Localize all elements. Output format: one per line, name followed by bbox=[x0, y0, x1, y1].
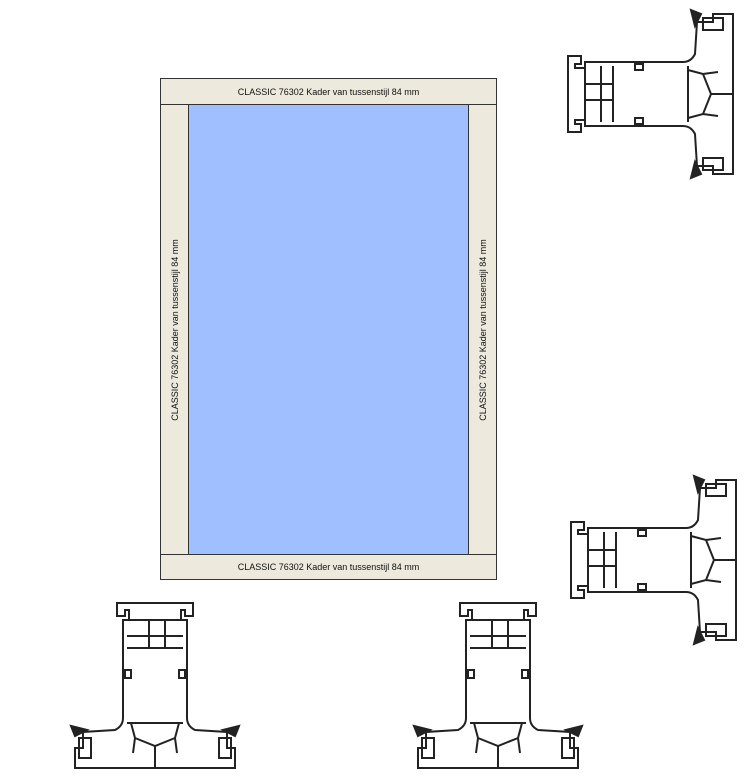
profile-section-right-icon bbox=[570, 475, 737, 645]
profile-section-top-icon bbox=[567, 9, 734, 179]
frame-right-label: CLASSIC 76302 Kader van tussenstijl 84 m… bbox=[477, 238, 488, 421]
frame-top-label: CLASSIC 76302 Kader van tussenstijl 84 m… bbox=[237, 86, 420, 97]
frame-bottom-bar[interactable]: CLASSIC 76302 Kader van tussenstijl 84 m… bbox=[161, 554, 496, 579]
frame-left-label: CLASSIC 76302 Kader van tussenstijl 84 m… bbox=[169, 238, 180, 421]
glass-pane[interactable] bbox=[189, 105, 468, 554]
profile-section-left-icon bbox=[70, 602, 240, 769]
profile-section-bottom-icon bbox=[413, 602, 583, 769]
frame-right-bar[interactable]: CLASSIC 76302 Kader van tussenstijl 84 m… bbox=[468, 105, 496, 554]
frame-left-bar[interactable]: CLASSIC 76302 Kader van tussenstijl 84 m… bbox=[161, 105, 189, 554]
window-frame: CLASSIC 76302 Kader van tussenstijl 84 m… bbox=[160, 78, 497, 580]
frame-top-bar[interactable]: CLASSIC 76302 Kader van tussenstijl 84 m… bbox=[161, 79, 496, 105]
frame-bottom-label: CLASSIC 76302 Kader van tussenstijl 84 m… bbox=[237, 562, 420, 572]
